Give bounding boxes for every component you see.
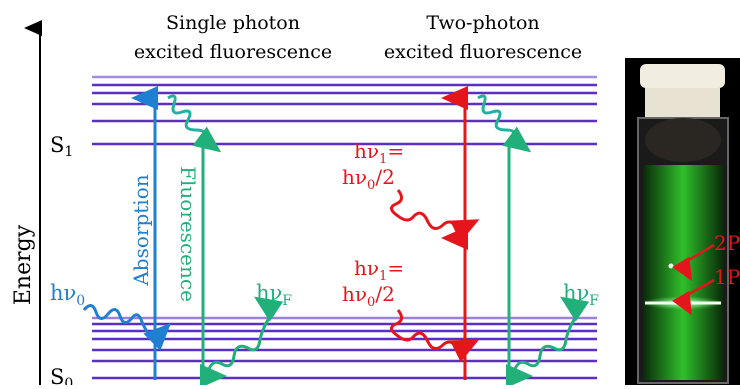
two-photon-spot (668, 263, 674, 269)
s1-relaxation-wave (167, 94, 222, 153)
hvF-label-right: hνF (563, 281, 599, 309)
two-photon-label-upper-1: hν1= (354, 139, 404, 167)
fluorescent-solution (643, 165, 723, 380)
label-2p: 2P (714, 231, 740, 255)
two-photon-label-lower-2: hν0/2 (342, 282, 395, 310)
two-photon-title-1: Two-photon (426, 12, 539, 34)
label-1p: 1P (714, 265, 740, 289)
two-photon-label-lower-1: hν1= (354, 256, 404, 284)
two-photon-title-2: excited fluorescence (384, 41, 582, 63)
cuvette-photo: 2P 1P (625, 58, 740, 385)
hv0-label: hν0 (50, 281, 85, 309)
s1-levels (92, 75, 597, 146)
s1-label: S1 (50, 133, 73, 160)
hvF-photon-wave-left (206, 296, 284, 373)
s0-levels (92, 316, 597, 380)
absorption-label: Absorption (129, 174, 153, 286)
two-photon-label-upper-2: hν0/2 (342, 165, 395, 193)
label-2p-arrow (672, 243, 715, 282)
label-1p-arrow (672, 278, 715, 316)
hvF-label-left: hνF (256, 281, 292, 309)
energy-axis-label: Energy (11, 224, 36, 305)
two-photon-wave-upper (390, 189, 480, 243)
two-photon-relaxation-wave (477, 94, 532, 153)
fluorescence-label: Fluorescence (176, 166, 200, 302)
hvF-photon-wave-right (512, 296, 590, 373)
single-photon-title-1: Single photon (166, 12, 300, 34)
cuvette-cap (640, 64, 725, 88)
single-photon-title-2: excited fluorescence (134, 41, 332, 63)
two-photon-wave-lower (390, 309, 480, 363)
s0-label: S0 (50, 365, 73, 385)
hv0-photon-wave (82, 304, 171, 351)
